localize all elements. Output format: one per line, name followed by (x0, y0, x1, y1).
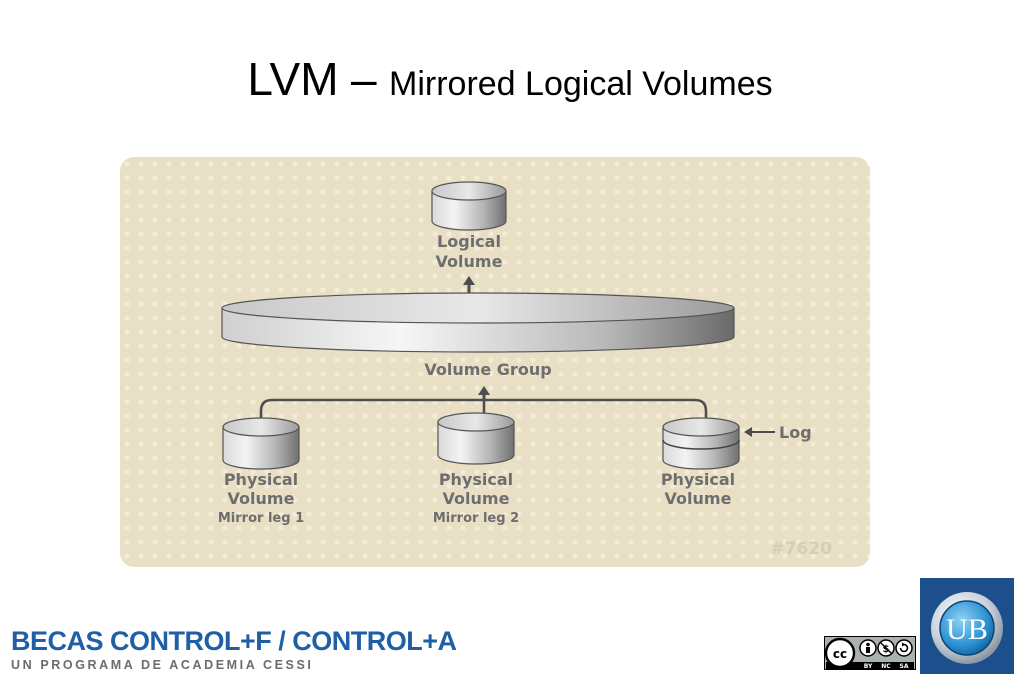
slide-title-separator: – (350, 53, 377, 105)
lvm-mirror-diagram: Logical Volume Volume Group Physical Vol… (120, 157, 870, 567)
pv1-label-line2: Volume (228, 489, 295, 508)
figure-id-label: #7620 (770, 539, 832, 559)
logical-volume-label-line2: Volume (436, 252, 503, 271)
cc-license-badge: cc $ BY NC SA (824, 636, 916, 670)
cc-sa-text: SA (900, 663, 909, 670)
brand-name: BECAS CONTROL+F / CONTROL+A (11, 626, 457, 656)
cc-by-text: BY (864, 663, 873, 670)
svg-text:$: $ (883, 644, 890, 655)
pv3-label-line2: Volume (665, 489, 732, 508)
slide-title: LVM – Mirrored Logical Volumes (0, 52, 1020, 106)
pv3-label-line1: Physical (661, 470, 735, 489)
by-icon (859, 639, 877, 657)
log-label: Log (779, 423, 812, 442)
brand-tagline: UN PROGRAMA DE ACADEMIA CESSI (11, 658, 314, 672)
logical-volume-label-line1: Logical (437, 232, 501, 251)
volume-group-label: Volume Group (424, 360, 551, 379)
svg-text:cc: cc (833, 647, 847, 661)
ub-logo-text: UB (946, 613, 988, 646)
nc-icon: $ (877, 639, 895, 657)
slide-title-main: LVM (247, 53, 339, 105)
pv2-label-line1: Physical (439, 470, 513, 489)
cc-icon: cc (824, 637, 856, 669)
physical-volume-3-icon (662, 417, 740, 470)
cc-nc-text: NC (881, 663, 891, 670)
pv1-label-line3: Mirror leg 1 (218, 511, 304, 526)
slide-title-subtitle: Mirrored Logical Volumes (389, 65, 773, 103)
footer-brand: BECAS CONTROL+F / CONTROL+A UN PROGRAMA … (11, 626, 457, 672)
pv2-label-line3: Mirror leg 2 (433, 511, 519, 526)
volume-group-icon (221, 292, 735, 353)
log-pointer-arrow (744, 427, 775, 437)
pv2-label-line2: Volume (443, 489, 510, 508)
physical-volume-1-icon (222, 417, 300, 470)
ub-logo: UB (920, 578, 1014, 674)
sa-icon (895, 639, 913, 657)
arrow-pv-to-vg (478, 386, 490, 400)
logical-volume-icon (431, 181, 507, 231)
pv1-label-line1: Physical (224, 470, 298, 489)
physical-volume-2-icon (437, 412, 515, 465)
